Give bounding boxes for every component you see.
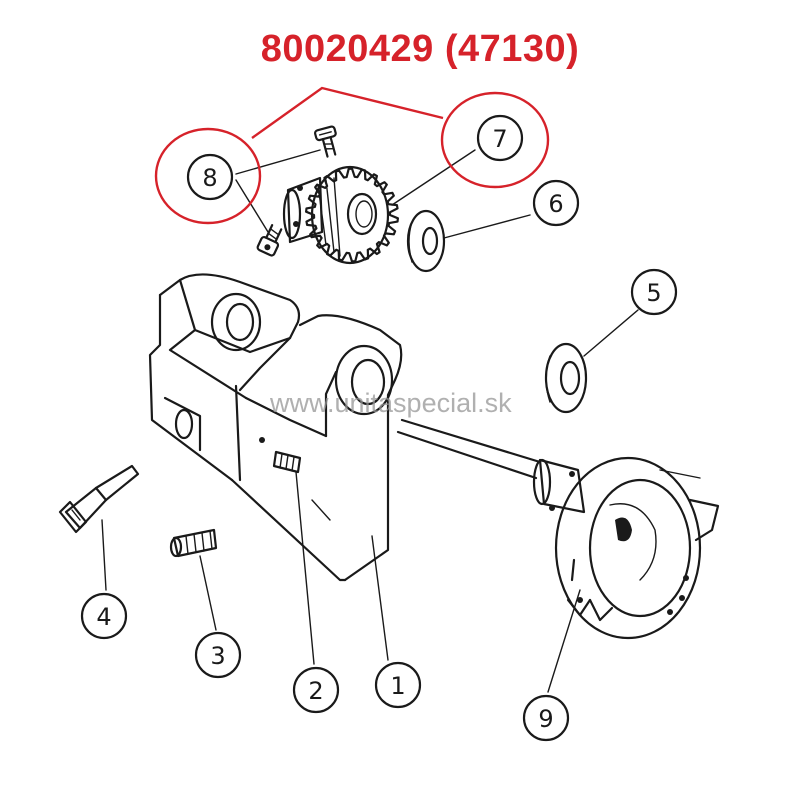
part-2-set-screw — [272, 450, 302, 474]
part-9-hook-assembly — [396, 418, 720, 640]
highlight-circles — [154, 91, 550, 225]
callout-2: 2 — [292, 666, 340, 714]
part-3-set-screw — [169, 528, 218, 558]
callout-1: 1 — [374, 661, 422, 709]
callout-7: 7 — [476, 114, 524, 162]
callout-circle-9 — [522, 694, 570, 742]
leader-lines — [101, 149, 639, 693]
callout-9: 9 — [522, 694, 570, 742]
callout-circle-3 — [194, 631, 242, 679]
part-7-gear — [282, 165, 399, 265]
gear-teeth-outline — [305, 167, 399, 263]
callout-circle-4 — [80, 592, 128, 640]
callout-number-9: 9 — [538, 705, 553, 733]
callout-circle-8 — [186, 153, 234, 201]
part-1-housing — [148, 273, 403, 582]
callout-8: 8 — [186, 153, 234, 201]
highlight-circle-8 — [154, 127, 262, 225]
callout-layer: 1 2 3 4 5 6 7 8 9 — [80, 114, 678, 742]
watermark-text: www.unitaspecial.sk — [270, 388, 512, 418]
part-number-title: 80020429 (47130) — [260, 28, 580, 70]
part-4-pin — [58, 464, 140, 534]
part-6-washer — [406, 209, 446, 273]
callout-number-3: 3 — [210, 642, 225, 670]
callout-circle-1 — [374, 661, 422, 709]
callout-number-7: 7 — [492, 125, 507, 153]
callout-circle-2 — [292, 666, 340, 714]
callout-number-4: 4 — [96, 603, 111, 631]
callout-circle-6 — [532, 179, 580, 227]
callout-number-1: 1 — [390, 672, 405, 700]
callout-5: 5 — [630, 268, 678, 316]
callout-6: 6 — [532, 179, 580, 227]
callout-number-5: 5 — [646, 279, 661, 307]
callout-number-2: 2 — [308, 677, 323, 705]
callout-3: 3 — [194, 631, 242, 679]
highlight-circle-7 — [440, 91, 550, 189]
callout-circle-5 — [630, 268, 678, 316]
part-5-washer — [544, 342, 588, 414]
callout-number-8: 8 — [202, 164, 217, 192]
callout-circle-7 — [476, 114, 524, 162]
part-8-screws — [256, 125, 337, 257]
highlight-bracket — [251, 86, 444, 139]
callout-4: 4 — [80, 592, 128, 640]
callout-number-6: 6 — [548, 190, 563, 218]
